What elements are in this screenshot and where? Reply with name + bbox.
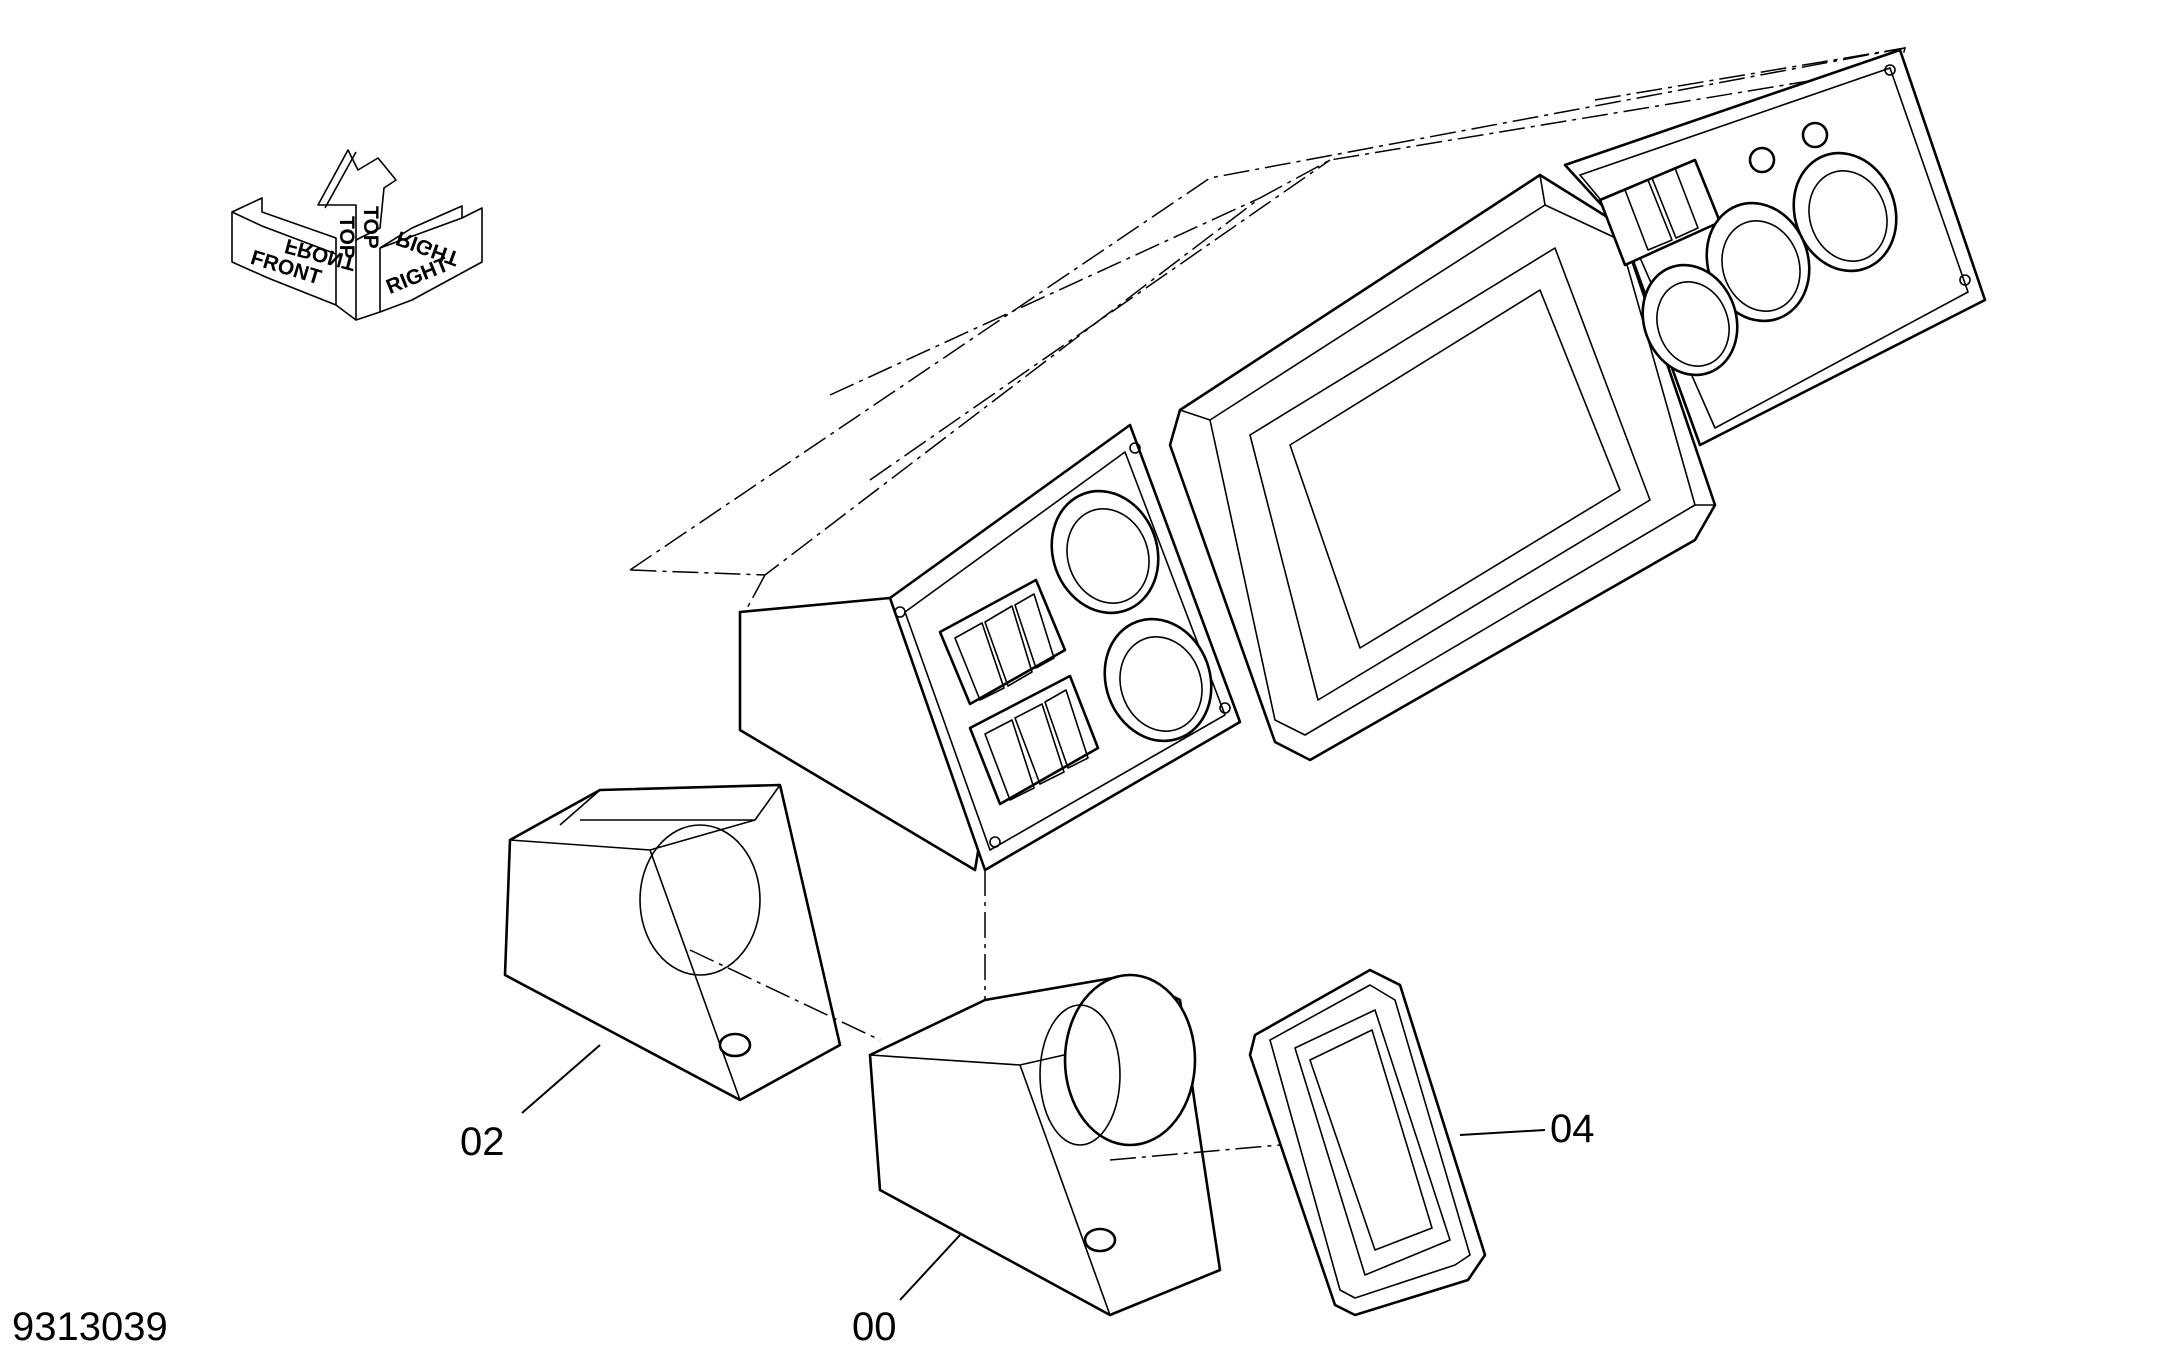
callout-04-leader	[1459, 1129, 1546, 1136]
part-04-bezel	[1248, 968, 1487, 1317]
callout-02-leader	[521, 1044, 601, 1114]
callout-00-leader	[899, 1234, 961, 1301]
dashboard-assembly	[627, 47, 1987, 1020]
part-02-cover	[503, 783, 881, 1102]
drawing-number: 9313039	[12, 1305, 168, 1349]
orientation-symbol: FRONT FRONT TOP TOP RIGHT RIGHT	[231, 149, 483, 321]
left-switch-group-lower	[968, 674, 1100, 806]
part-00-cover	[868, 973, 1281, 1317]
callout-02-label: 02	[460, 1120, 505, 1164]
callout-04-label: 04	[1550, 1107, 1595, 1151]
left-switch-group-upper	[938, 578, 1067, 706]
right-panel	[1563, 48, 1987, 447]
top-label: TOP	[335, 216, 358, 259]
left-gauge-lower	[1103, 617, 1213, 743]
left-gauge-upper	[1050, 489, 1160, 615]
monitor-display	[1168, 173, 1717, 762]
right-label: RIGHT	[383, 253, 452, 299]
callout-00-label: 00	[852, 1305, 897, 1349]
top-label-2: TOP	[359, 206, 382, 249]
